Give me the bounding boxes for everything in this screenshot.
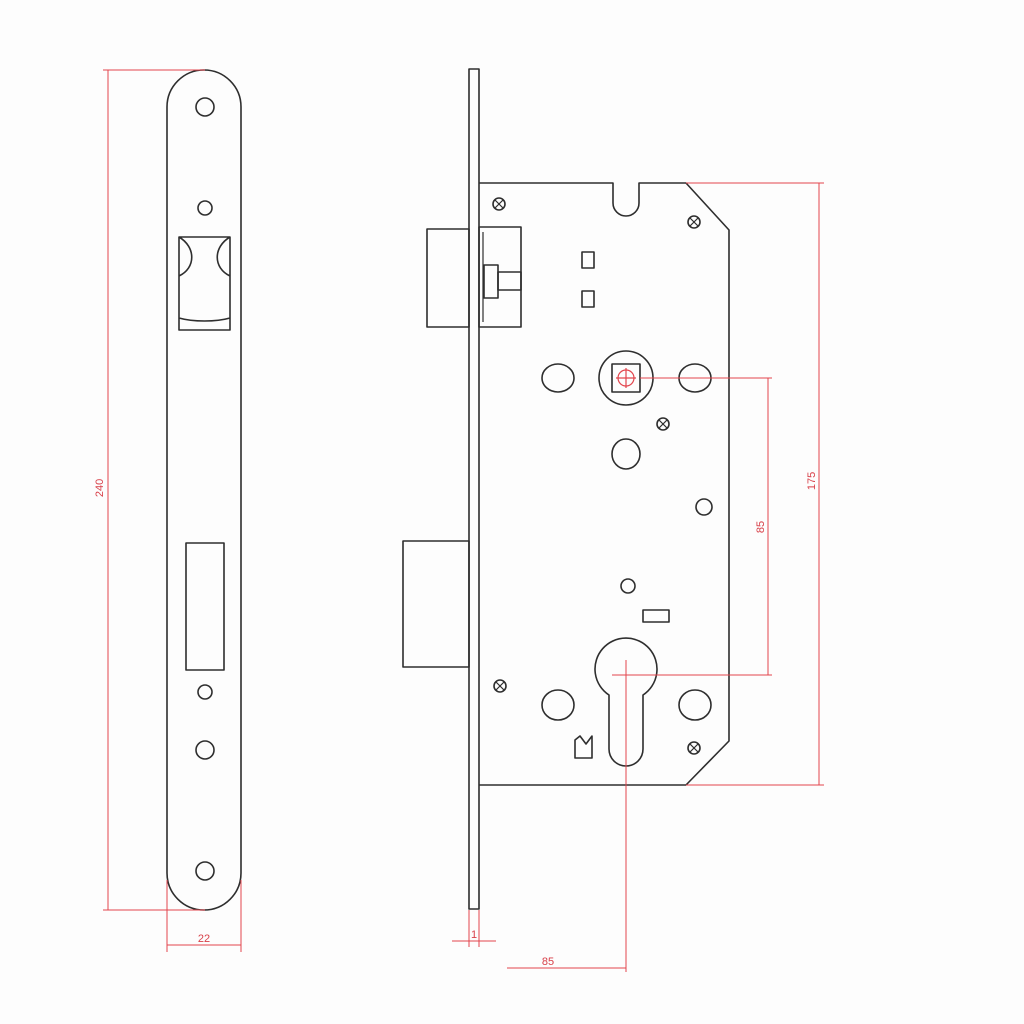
slot-lower	[581, 290, 595, 308]
latch-bolt	[426, 228, 470, 328]
screw-middle	[656, 417, 670, 431]
latch-spring-rod	[483, 264, 499, 299]
fixing-hole-left-lower	[541, 689, 575, 721]
backset-label: 85	[542, 956, 554, 968]
deadbolt	[402, 540, 470, 668]
slot-upper	[581, 251, 595, 269]
faceplate-outline	[166, 69, 242, 911]
body-height-label: 175	[806, 472, 818, 490]
faceplate-height-dimension: 240	[94, 69, 205, 911]
fixing-hole-left-upper	[541, 363, 575, 393]
faceplate-height-label: 240	[94, 479, 106, 497]
faceplate-screw-hole-top	[195, 97, 215, 117]
center-distance-label: 85	[755, 521, 767, 533]
small-hole-lower	[620, 578, 636, 594]
plate-thickness-label: 1	[471, 929, 477, 941]
small-slot-lower	[642, 609, 670, 623]
latch-opening	[178, 236, 231, 331]
euro-cylinder-cutout	[594, 637, 658, 767]
faceplate-hole-upper	[197, 200, 213, 216]
screw-top-left	[492, 197, 506, 211]
faceplate-screw-hole-bottom	[195, 861, 215, 881]
screw-top-right	[687, 215, 701, 229]
cylinder-axis-lines	[612, 660, 640, 972]
faceplate-hole-lower	[197, 684, 213, 700]
latch-housing	[478, 226, 522, 328]
small-hole-right	[695, 498, 713, 516]
lock-side-view	[402, 68, 730, 910]
front-plate-edge	[468, 68, 480, 910]
center-distance-dimension: 85	[626, 377, 772, 676]
faceplate-width-dimension: 22	[166, 880, 242, 952]
body-height-dimension: 175	[686, 182, 824, 786]
lock-case-outline	[479, 182, 730, 786]
fixing-hole-right-lower	[678, 689, 712, 721]
bracket-notch	[574, 735, 593, 759]
deadbolt-opening	[185, 542, 225, 671]
faceplate-width-label: 22	[198, 933, 210, 945]
faceplate-screw-hole-mid	[195, 740, 215, 760]
backset-dimension: 85	[507, 956, 626, 969]
plate-thickness-dimension: 1	[452, 910, 496, 947]
screw-bottom-left	[493, 679, 507, 693]
latch-spring-cap	[497, 271, 522, 291]
screw-bottom-right	[687, 741, 701, 755]
center-hole	[611, 438, 641, 470]
faceplate-front-view	[166, 69, 242, 911]
